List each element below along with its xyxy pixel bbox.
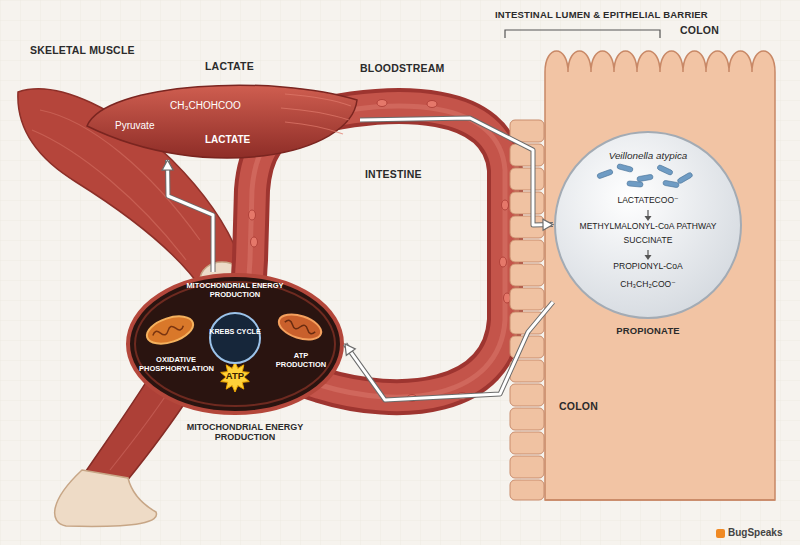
arrow-outline [168,160,214,272]
cycle-circle: KREBS CYCLE [209,312,261,364]
flow-arrow [360,118,553,230]
process-label: ATP PRODUCTION [271,352,331,369]
process-label: OXIDATIVE PHOSPHORYLATION [139,356,213,373]
bacteria-circle: Veillonella atypicaLACTATECOO⁻ METHYLMALO… [553,130,743,345]
species-name: Veillonella atypica [553,150,743,161]
epithelial-barrier [510,120,544,500]
region-label: INTESTINE [365,168,422,180]
metabolite-label: PROPIONYL-CoA [553,262,743,272]
watermark: BugSpeaks [728,527,782,539]
arrow-line [360,118,553,225]
flow-arrow [162,160,213,272]
region-label: BLOODSTREAM [360,62,444,74]
formula-label: CH₃CHOHCOO [170,100,241,112]
metabolite-label: SUCCINATE [553,236,743,246]
metabolite-label: PROPIONATE [553,326,743,337]
organ-label: COLON [559,400,598,412]
colon-tissue: COLON COLON Veillonella atypicaLACTATECOO⁻… [545,20,775,505]
organ-label: COLON [680,24,719,36]
arrow-line [168,160,214,272]
inset-caption: MITOCHONDRIAL ENERGY PRODUCTION [170,422,320,443]
region-label: INTESTINAL LUMEN & EPITHELIAL BARRIER [495,10,708,21]
metabolite-label: LACTATECOO⁻ [553,196,743,206]
muscle-belly: LACTATECH₃CHOHCOOPyruvateLACTATE [85,60,360,160]
bracket [505,30,660,38]
formula-label: CH₃CH₂COO⁻ [553,280,743,290]
region-label: SKELETAL MUSCLE [30,44,135,56]
arrow-head [162,160,173,170]
arrow-head [345,344,355,355]
metabolite-label: Pyruvate [115,120,154,132]
arrow-outline [360,118,553,225]
arrow-outline [345,302,553,400]
pathway-label: METHYLMALONYL-CoA PATHWAY [553,222,743,232]
metabolite-label: LACTATE [205,134,250,146]
flow-arrow [345,302,553,400]
cycle-circle-outline [209,312,261,364]
metabolite-label: LACTATE [205,60,254,72]
watermark-icon [716,529,725,538]
atp-badge: ATP [221,371,249,382]
arrow-line [345,302,553,400]
cycle-label: KREBS CYCLE [209,328,261,336]
inset-title: MITOCHONDRIAL ENERGY PRODUCTION [180,282,290,299]
mitochondria-oval: MITOCHONDRIAL ENERGY PRODUCTION OXIDATIVE… [125,272,345,452]
